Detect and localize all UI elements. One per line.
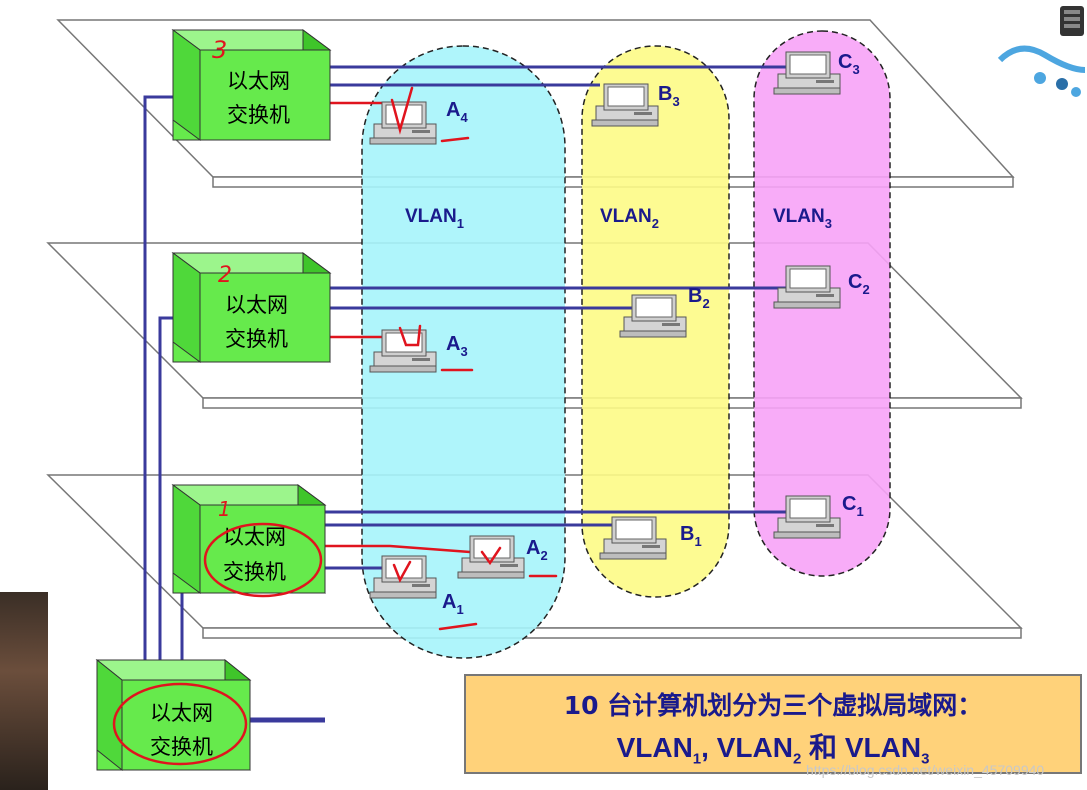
label-a1: A1 — [442, 591, 464, 617]
label-c1: C1 — [842, 493, 864, 519]
network-links — [143, 65, 786, 723]
switch-backbone-line2: 交换机 — [150, 735, 213, 759]
switch-floor1[interactable]: 以太网 交换机 — [171, 484, 327, 594]
label-a2: A2 — [526, 537, 548, 563]
switch-floor3-line1: 以太网 — [227, 69, 290, 93]
annotation-3: 3 — [212, 36, 227, 64]
site-logo — [990, 0, 1087, 100]
vlan1-region — [361, 45, 566, 659]
label-b2: B2 — [688, 285, 710, 311]
switch-backbone-line1: 以太网 — [150, 701, 213, 725]
switch-floor2-line1: 以太网 — [225, 293, 288, 317]
switch-floor3[interactable]: 以太网 交换机 — [171, 29, 332, 141]
label-a3: A3 — [446, 333, 468, 359]
caption-box: 10 台计算机划分为三个虚拟局域网： VLAN1, VLAN2 和 VLAN3 — [464, 674, 1082, 774]
handwritten-annotations: 3 2 1 — [112, 36, 558, 766]
switch-floor2[interactable]: 以太网 交换机 — [171, 252, 332, 363]
label-a4: A4 — [446, 99, 468, 125]
label-c3: C3 — [838, 51, 860, 77]
watermark: https://blog.csdn.net/weixin_45709940 — [806, 762, 1045, 778]
switch-backbone[interactable]: 以太网 交换机 — [95, 658, 252, 772]
vlan2-label: VLAN2 — [600, 206, 659, 231]
switch-floor2-line2: 交换机 — [225, 327, 288, 351]
vlan1-label: VLAN1 — [405, 206, 464, 231]
caption-line2: VLAN1, VLAN2 和 VLAN3 — [616, 732, 930, 768]
vlan3-label: VLAN3 — [773, 206, 832, 231]
annotation-1: 1 — [218, 497, 231, 521]
caption-line1: 10 台计算机划分为三个虚拟局域网： — [563, 691, 983, 720]
presenter-webcam — [0, 592, 48, 790]
label-c2: C2 — [848, 271, 870, 297]
switch-floor1-line2: 交换机 — [223, 560, 286, 584]
label-b1: B1 — [680, 523, 702, 549]
label-b3: B3 — [658, 83, 680, 109]
annotation-2: 2 — [218, 263, 232, 288]
switch-floor3-line2: 交换机 — [227, 103, 290, 127]
